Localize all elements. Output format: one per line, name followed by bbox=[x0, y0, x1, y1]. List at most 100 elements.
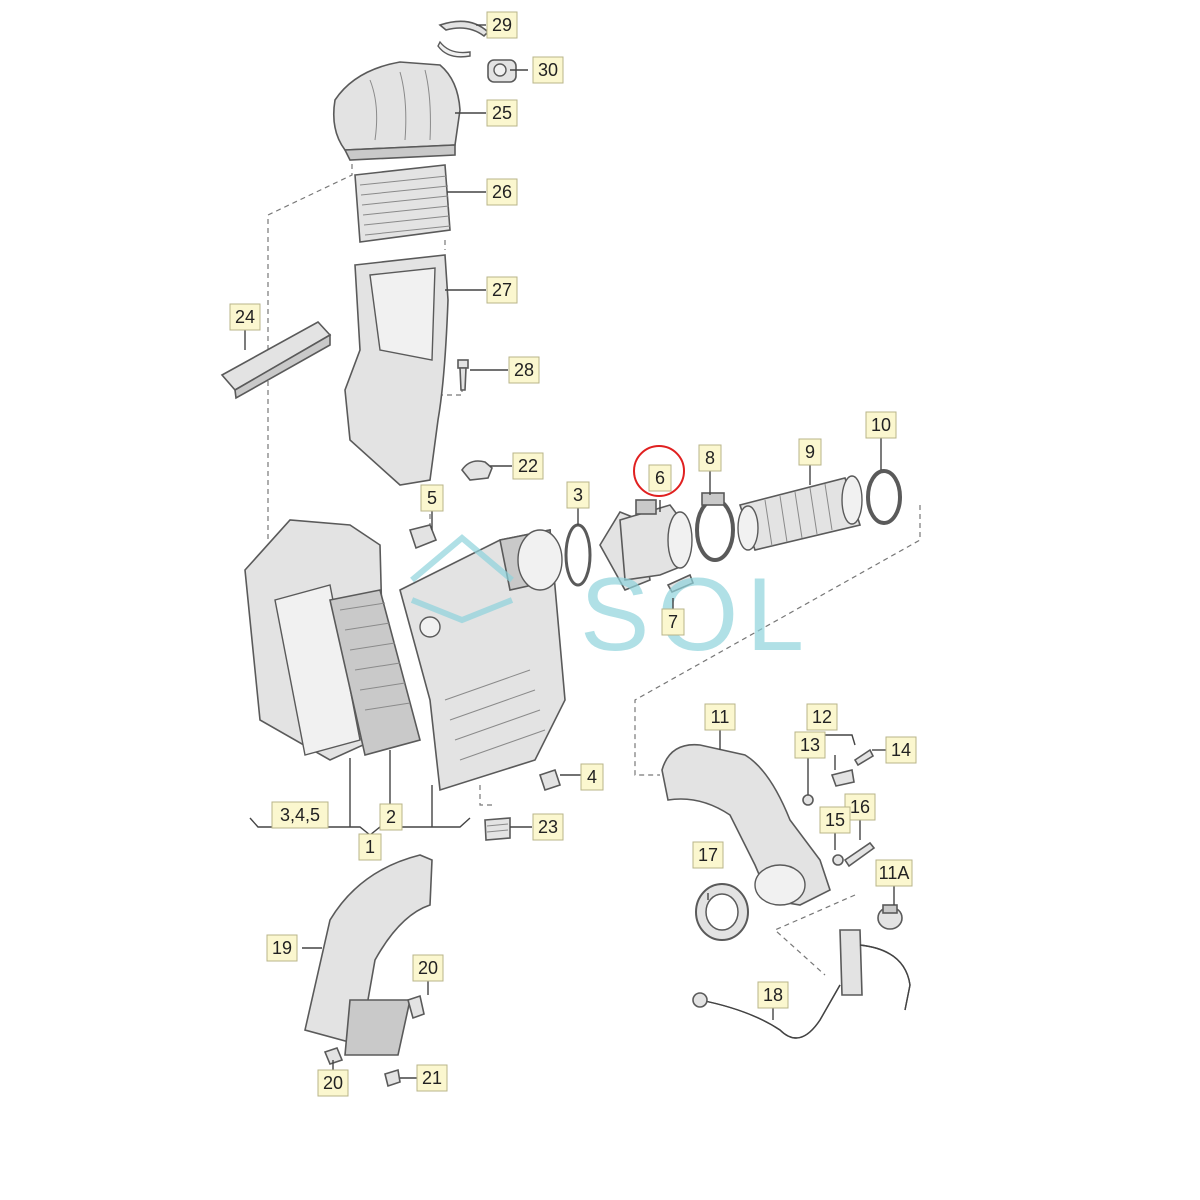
callout-box bbox=[865, 411, 897, 439]
callout-8: 8 bbox=[698, 444, 722, 472]
callout-box bbox=[266, 934, 298, 962]
callout-box bbox=[271, 801, 329, 829]
callout-26: 26 bbox=[486, 178, 518, 206]
clamp-10 bbox=[866, 469, 902, 525]
grommet-4 bbox=[538, 768, 562, 792]
callout-label: 14 bbox=[891, 740, 911, 760]
callout-20b: 20 bbox=[317, 1069, 349, 1097]
callout-label: 15 bbox=[825, 810, 845, 830]
callout-3: 3 bbox=[566, 481, 590, 509]
callout-1: 1 bbox=[358, 833, 382, 861]
callout-label: 7 bbox=[668, 612, 678, 632]
callout-10: 10 bbox=[865, 411, 897, 439]
callout-23: 23 bbox=[532, 813, 564, 841]
callout-345: 3,4,5 bbox=[271, 801, 329, 829]
callout-label: 12 bbox=[812, 707, 832, 727]
watermark: SOL bbox=[410, 534, 812, 673]
callout-18: 18 bbox=[757, 981, 789, 1009]
callout-27: 27 bbox=[486, 276, 518, 304]
hose-9 bbox=[737, 475, 863, 551]
callout-label: 25 bbox=[492, 103, 512, 123]
duct-27 bbox=[344, 254, 449, 486]
clamp-29 bbox=[437, 20, 490, 58]
callout-box bbox=[420, 484, 444, 512]
callout-box bbox=[379, 803, 403, 831]
callout-11: 11 bbox=[704, 703, 736, 731]
callout-label: 3 bbox=[573, 485, 583, 505]
strip-24 bbox=[220, 320, 332, 400]
callout-box bbox=[698, 444, 722, 472]
bolt-5 bbox=[408, 524, 438, 550]
callout-label: 3,4,5 bbox=[280, 805, 320, 825]
callout-label: 6 bbox=[655, 468, 665, 488]
screw-28 bbox=[457, 359, 469, 391]
screw-7 bbox=[666, 573, 695, 594]
callout-box bbox=[648, 464, 672, 492]
callout-2: 2 bbox=[379, 803, 403, 831]
callout-label: 30 bbox=[538, 60, 558, 80]
callout-label: 10 bbox=[871, 415, 891, 435]
callout-box bbox=[875, 859, 913, 887]
airbox-housing-1 bbox=[244, 519, 566, 792]
fasteners-20-21 bbox=[323, 994, 425, 1088]
callout-label: 29 bbox=[492, 15, 512, 35]
clamp-ring-17 bbox=[695, 883, 749, 941]
callout-14: 14 bbox=[885, 736, 917, 764]
callout-label: 26 bbox=[492, 182, 512, 202]
callout-box bbox=[798, 438, 822, 466]
callout-6: 6 bbox=[648, 464, 672, 492]
grommet-23 bbox=[484, 817, 511, 841]
callout-label: 19 bbox=[272, 938, 292, 958]
callout-30: 30 bbox=[532, 56, 564, 84]
callout-label: 9 bbox=[805, 442, 815, 462]
callout-label: 13 bbox=[800, 735, 820, 755]
callout-box bbox=[358, 833, 382, 861]
callout-label: 16 bbox=[850, 797, 870, 817]
callout-label: 4 bbox=[587, 767, 597, 787]
callout-11A: 11A bbox=[875, 859, 913, 887]
callout-box bbox=[229, 303, 261, 331]
callout-box bbox=[692, 841, 724, 869]
callout-label: 1 bbox=[365, 837, 375, 857]
callout-box bbox=[486, 276, 518, 304]
callout-28: 28 bbox=[508, 356, 540, 384]
lower-duct-19 bbox=[304, 854, 433, 1056]
callout-box bbox=[806, 703, 838, 731]
callout-label: 18 bbox=[763, 985, 783, 1005]
callout-22: 22 bbox=[512, 452, 544, 480]
callout-box bbox=[794, 731, 826, 759]
callout-box bbox=[532, 56, 564, 84]
watermark-text: SOL bbox=[580, 557, 812, 673]
callout-21: 21 bbox=[416, 1064, 448, 1092]
callout-box bbox=[512, 452, 544, 480]
callout-box bbox=[566, 481, 590, 509]
callout-label: 8 bbox=[705, 448, 715, 468]
callout-label: 23 bbox=[538, 817, 558, 837]
callout-15: 15 bbox=[819, 806, 851, 834]
callout-box bbox=[508, 356, 540, 384]
callout-box bbox=[317, 1069, 349, 1097]
callout-17: 17 bbox=[692, 841, 724, 869]
callout-box bbox=[486, 99, 518, 127]
small-fasteners bbox=[802, 748, 876, 868]
callout-25: 25 bbox=[486, 99, 518, 127]
callout-box bbox=[885, 736, 917, 764]
callout-box bbox=[757, 981, 789, 1009]
callout-7: 7 bbox=[661, 608, 685, 636]
callout-9: 9 bbox=[798, 438, 822, 466]
callout-19: 19 bbox=[266, 934, 298, 962]
cap-11A bbox=[877, 904, 903, 930]
callout-box bbox=[661, 608, 685, 636]
callout-label: 28 bbox=[514, 360, 534, 380]
callout-box bbox=[412, 954, 444, 982]
callout-box bbox=[532, 813, 564, 841]
breather-hose-18 bbox=[692, 929, 911, 1039]
callout-label: 20 bbox=[323, 1073, 343, 1093]
callout-box bbox=[486, 11, 518, 39]
callout-label: 2 bbox=[386, 807, 396, 827]
callout-label: 11 bbox=[711, 707, 730, 727]
callout-13: 13 bbox=[794, 731, 826, 759]
clip-30 bbox=[487, 59, 517, 83]
